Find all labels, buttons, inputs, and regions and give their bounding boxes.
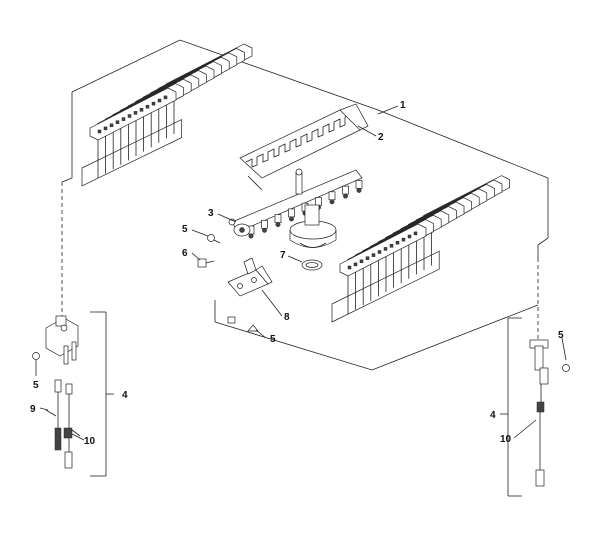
mounting-bracket-icon: [227, 257, 273, 297]
screw-icon: [207, 234, 221, 244]
nozzle-icon: [342, 185, 349, 199]
flame-rod-wire-icon: [63, 383, 81, 469]
screw-icon: [247, 324, 259, 332]
burner-assembly-right-icon: [331, 175, 510, 323]
flame-rod-right-icon: [500, 258, 570, 497]
bolt-icon: [197, 258, 215, 268]
nozzle-icon: [274, 214, 282, 228]
callout-4-left: 4: [122, 390, 128, 401]
nozzle-icon: [355, 180, 363, 193]
burner-fin-icon: [89, 87, 177, 178]
callout-10-left: 10: [84, 436, 96, 447]
ignition-electrode-left-icon: [32, 182, 114, 477]
callout-5-right: 5: [558, 330, 564, 341]
nozzle-icon: [288, 208, 295, 222]
callout-6: 6: [182, 248, 188, 259]
assembly-outline: [61, 39, 549, 371]
callout-7: 7: [280, 250, 286, 261]
callout-5-left: 5: [33, 380, 39, 391]
electrode-wire-icon: [45, 379, 62, 451]
callout-8: 8: [284, 312, 290, 323]
leader-lines: [39, 105, 567, 441]
gas-regulator-icon: [289, 204, 337, 271]
callout-5-top: 5: [182, 224, 188, 235]
nozzle-icon: [261, 219, 268, 233]
callout-9: 9: [30, 404, 36, 415]
callout-4-right: 4: [490, 410, 496, 421]
callout-1: 1: [400, 100, 406, 111]
comb-plate-icon: [239, 103, 369, 191]
callout-10-right: 10: [500, 434, 512, 445]
callout-3: 3: [208, 208, 214, 219]
callout-5-mid: 5: [270, 334, 276, 345]
nozzle-icon: [328, 191, 336, 205]
screw-icon: [227, 316, 236, 324]
burner-fin-icon: [339, 223, 427, 314]
callout-2: 2: [378, 132, 384, 143]
callout-numbers: 1 2 3 5 6 7 8 5 5 4 9 10 5 4 10: [30, 100, 564, 447]
burner-assembly-left-icon: [81, 43, 253, 187]
gas-manifold-icon: [231, 168, 363, 239]
